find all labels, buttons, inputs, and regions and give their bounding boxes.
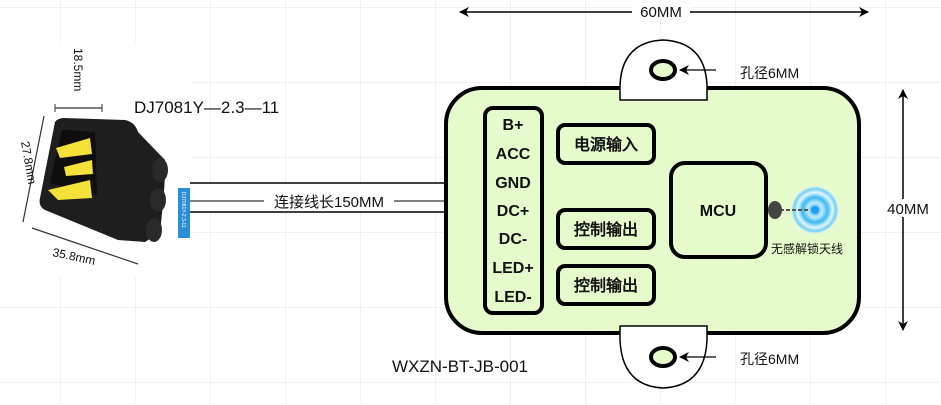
pin-yellow [56,138,92,158]
control-output-block [556,264,656,306]
mcu-block [669,161,768,259]
board-model-label: WXZN-BT-JB-001 [392,357,528,376]
connector-tag-label: DJ7081Y-2.3-11 [180,192,186,228]
pin-label: ACC [496,146,531,163]
dim-height-label: 18.5mm [71,48,85,91]
pin-label: LED- [494,289,531,306]
mounting-tab-bottom: 孔径6MM [619,325,799,389]
hole-diameter-label: 孔径6MM [740,65,799,81]
antenna-label: 无感解锁天线 [771,241,843,256]
antenna-icon [768,185,840,235]
pin-label: DC- [499,231,527,248]
pin-label: B+ [503,117,524,134]
pin-header [483,106,544,315]
hole-diameter-label: 孔径6MM [740,351,799,367]
cable: 连接线长150MM [190,182,486,213]
height-dimension-label: 40MM [887,201,929,218]
pin-yellow [48,180,92,200]
mounting-hole [649,59,677,81]
mounting-tab-top: 孔径6MM [619,39,799,101]
mcu-label: MCU [700,203,736,220]
power-input-label: 电源输入 [574,135,638,154]
width-dimension-label: 60MM [640,4,682,21]
connector-model-label: DJ7081Y—2.3—11 [134,98,279,117]
pin-yellow [64,160,93,176]
control-output-block [556,208,656,250]
pin-label: LED+ [492,260,533,277]
connector-image: 18.5mm 27.8mm 35.8mm DJ7081Y-2.3-11 [0,42,190,277]
pin-label: GND [495,175,531,192]
cable-length-label: 连接线长150MM [274,194,384,211]
mounting-hole [649,346,677,368]
pin-label: DC+ [497,203,529,220]
power-input-block [556,123,656,165]
control-output-label: 控制输出 [574,276,638,295]
control-output-label: 控制输出 [574,220,638,239]
